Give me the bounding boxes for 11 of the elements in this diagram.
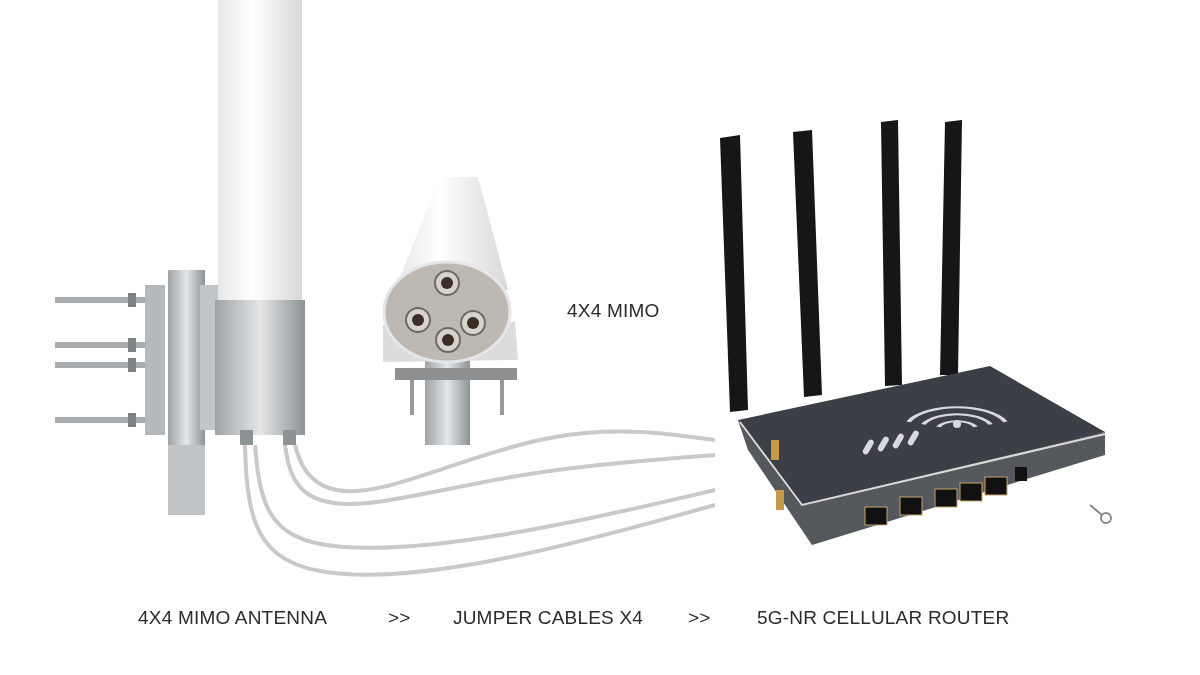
step-label: 4X4 MIMO ANTENNA	[138, 607, 328, 629]
jumper-cable	[293, 429, 716, 494]
jumper-cable	[253, 444, 716, 550]
step-label: JUMPER CABLES X4	[453, 607, 644, 629]
jumper-cable	[283, 444, 716, 507]
direction-arrow: >>	[388, 607, 411, 629]
node-label: 4X4 MIMO	[567, 300, 660, 322]
jumper-cable	[243, 444, 716, 577]
step-label: 5G-NR CELLULAR ROUTER	[757, 607, 1010, 629]
antenna-connector-drawing	[380, 175, 520, 445]
direction-arrow: >>	[688, 607, 711, 629]
